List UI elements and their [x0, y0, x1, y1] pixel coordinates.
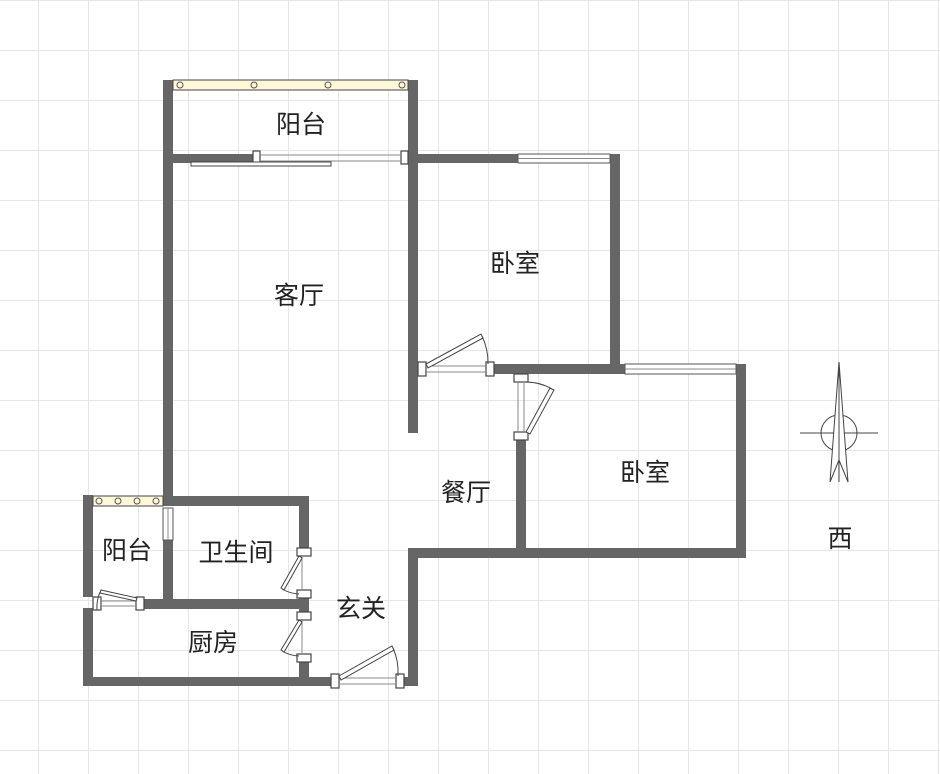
- wall-bath-west: [163, 540, 173, 609]
- door-jamb: [135, 596, 145, 611]
- wall-bed2-west: [516, 438, 526, 553]
- rail-dot: [133, 497, 141, 505]
- door-jamb: [296, 653, 312, 663]
- room-label-kitchen: 厨房: [188, 628, 238, 657]
- wall-bath-east-upper: [299, 496, 309, 548]
- door-jamb: [485, 361, 495, 377]
- wall-entrance-east: [408, 548, 418, 686]
- door-jamb: [296, 547, 312, 557]
- door-jamb: [296, 589, 312, 599]
- door-jamb: [395, 673, 405, 689]
- door-leaf: [99, 589, 138, 602]
- wall-living-west: [163, 163, 173, 506]
- room-labels: 阳台 客厅 卧室 卧室 餐厅 阳台 卫生间 玄关 厨房 西: [102, 110, 853, 657]
- door-swing-arc: [281, 650, 300, 657]
- wall-balcony-left: [163, 80, 173, 164]
- walls: [83, 80, 746, 686]
- room-label-balcony-left: 阳台: [102, 536, 152, 565]
- wall-bed1-east: [610, 154, 620, 372]
- rail-dot: [176, 81, 184, 89]
- door-jamb: [296, 611, 312, 621]
- wall-bath-south: [163, 599, 309, 609]
- wall-bed1-north: [408, 154, 518, 163]
- door-leaf: [338, 645, 395, 681]
- door-leaf: [280, 619, 303, 653]
- wall-bed2-east: [736, 364, 746, 558]
- door-jamb: [400, 150, 409, 165]
- room-label-living-room: 客厅: [274, 281, 324, 310]
- doors: [92, 150, 555, 689]
- sliding-door-panel: [190, 161, 332, 167]
- wall-bed2-south: [408, 548, 746, 558]
- door-swing-arc: [481, 335, 489, 365]
- rail-dot: [152, 497, 160, 505]
- rail-dot: [95, 497, 103, 505]
- wall-left-kitchen: [83, 608, 93, 686]
- door-jamb: [330, 673, 340, 689]
- room-label-bedroom-1: 卧室: [490, 249, 540, 278]
- door-jamb: [513, 431, 529, 441]
- room-label-entrance: 玄关: [336, 594, 386, 623]
- compass-direction-label: 西: [827, 524, 852, 553]
- door-jamb: [513, 373, 529, 383]
- door-swing-arc: [281, 588, 300, 595]
- door-jamb: [417, 361, 427, 377]
- rail-dot: [114, 497, 122, 505]
- compass: [800, 361, 878, 483]
- room-label-bedroom-2: 卧室: [620, 458, 670, 487]
- wall-balcony-right: [408, 80, 418, 164]
- wall-bottom-outer: [83, 677, 333, 686]
- wall-living-top-left: [173, 154, 253, 163]
- room-label-bathroom: 卫生间: [198, 538, 273, 567]
- door-leaf: [525, 387, 555, 435]
- wall-kitchen-east: [299, 656, 309, 686]
- wall-left-balcony-upper: [83, 495, 93, 597]
- door-leaf: [425, 333, 484, 369]
- wall-bottom-entrance-right: [398, 677, 418, 686]
- door-swing-arc: [525, 381, 553, 390]
- room-label-dining-room: 餐厅: [441, 478, 491, 507]
- rail-dot: [250, 81, 258, 89]
- door-leaf: [280, 555, 303, 591]
- wall-bed1-south: [490, 364, 625, 374]
- wall-balcony-kitchen-stub: [138, 599, 166, 609]
- door-swing-arc: [392, 647, 399, 677]
- rail-dot: [324, 81, 332, 89]
- wall-living-east: [408, 163, 418, 433]
- room-label-balcony-top: 阳台: [276, 110, 326, 139]
- door-swing-arc: [96, 591, 101, 611]
- wall-bath-north: [163, 496, 309, 506]
- balcony-rail-left: [92, 495, 164, 507]
- windows: [92, 79, 737, 541]
- balcony-rail-top: [172, 79, 409, 91]
- rail-dot: [398, 81, 406, 89]
